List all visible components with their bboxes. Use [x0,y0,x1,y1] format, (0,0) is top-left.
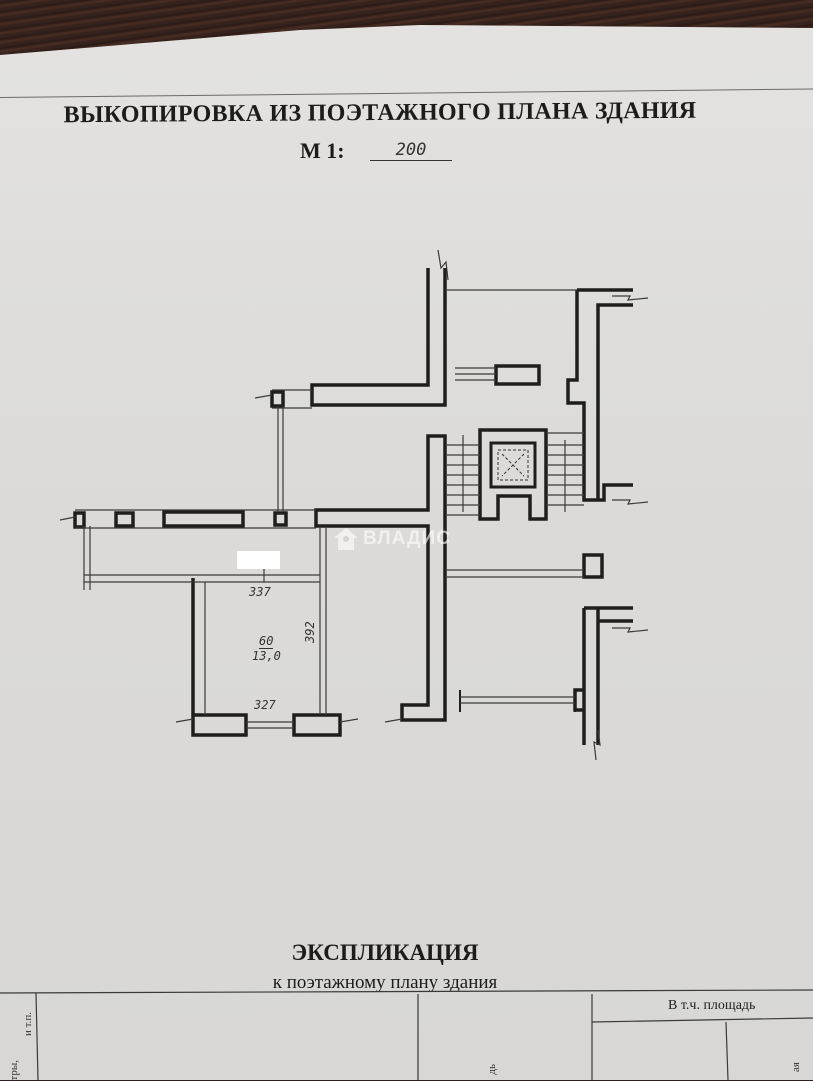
room-area: 13,0 [252,649,281,663]
explication-title: ЭКСПЛИКАЦИЯ [291,940,479,965]
dimension-top: 337 [249,585,271,599]
table-col-left-partial: и т.п. [22,1012,34,1037]
stair-core [478,428,548,521]
house-key-icon [334,528,358,550]
wall-right-upper [566,290,633,502]
wall-room-left [191,578,248,737]
wall-upper-corridor [310,268,447,407]
wall-right-lower [573,606,633,745]
watermark: ВЛАДИС [333,527,451,551]
redacted-label [237,551,280,569]
explication-subtitle: к поэтажному плану здания [272,972,498,993]
watermark-text: ВЛАДИС [363,528,451,549]
wall-central [314,434,447,722]
room-number: 60 [259,634,274,649]
elevator-cabin [497,449,529,481]
table-header-including-area: В т.ч. площадь [668,998,756,1013]
table-col-right-partial: ая [790,1062,802,1072]
dimension-bottom: 327 [254,698,276,712]
pier [494,364,541,386]
table-col-mid-partial: дь [486,1064,498,1075]
elevator-shaft [489,441,537,489]
scale-label: М 1: [300,138,345,163]
table-col-left-partial2: тры, [8,1060,20,1081]
scale-value: 200 [370,140,452,161]
stair-steps [447,432,584,516]
